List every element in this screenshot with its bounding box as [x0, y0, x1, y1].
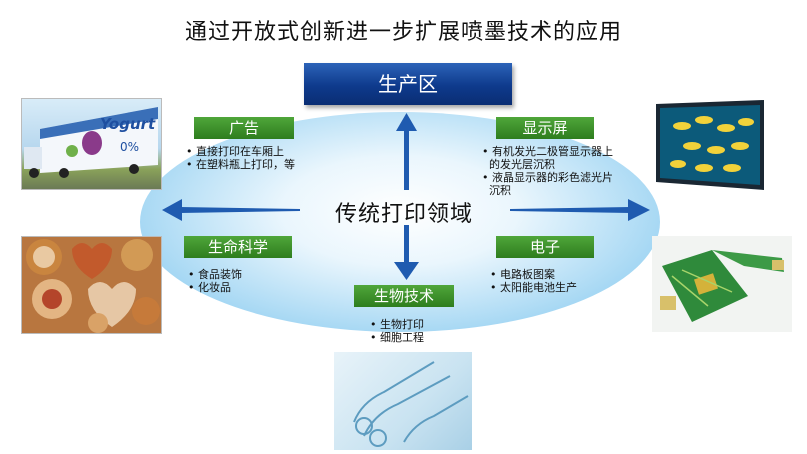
- display-list: • 有机发光二极管显示器上 的发光层沉积 • 液晶显示器的彩色滤光片 沉积: [482, 145, 613, 197]
- list-item: • 化妆品: [188, 281, 231, 294]
- tv-illustration: [656, 100, 764, 190]
- glassware-illustration: [353, 361, 469, 447]
- list-item: 沉积: [489, 184, 511, 197]
- center-label: 传统打印领域: [334, 202, 473, 227]
- truck-photo: Yogurt 0%: [21, 98, 162, 190]
- list-item: • 太阳能电池生产: [490, 281, 577, 294]
- pcb-illustration: [660, 250, 784, 322]
- truck-illustration: Yogurt 0%: [24, 107, 158, 178]
- arrow-right-icon: [510, 199, 650, 221]
- list-item: • 电路板图案: [490, 268, 555, 281]
- advertising-list: • 直接打印在车厢上 • 在塑料瓶上打印，等: [186, 145, 295, 171]
- category-display: 显示屏: [496, 117, 594, 139]
- category-advertising: 广告: [194, 117, 294, 139]
- cookies-illustration: [26, 239, 160, 333]
- arrow-up-icon: [396, 113, 417, 190]
- list-item: • 液晶显示器的彩色滤光片: [482, 171, 613, 184]
- list-item: • 细胞工程: [370, 331, 424, 344]
- svg-text:Yogurt: Yogurt: [100, 115, 156, 133]
- arrow-down-icon: [394, 225, 419, 280]
- list-item: • 生物打印: [370, 318, 424, 331]
- list-item: • 直接打印在车厢上: [186, 145, 284, 158]
- electronics-list: • 电路板图案 • 太阳能电池生产: [490, 268, 577, 294]
- arrow-left-icon: [162, 199, 300, 221]
- life-science-list: • 食品装饰 • 化妆品: [188, 268, 242, 294]
- category-biotech: 生物技术: [354, 285, 454, 307]
- cookies-photo: [21, 236, 162, 334]
- lab-glassware-photo: [334, 352, 472, 450]
- list-item: • 在塑料瓶上打印，等: [186, 158, 295, 171]
- list-item: • 食品装饰: [188, 268, 242, 281]
- biotech-list: • 生物打印 • 细胞工程: [370, 318, 424, 344]
- list-item: 的发光层沉积: [489, 158, 555, 171]
- category-electronics: 电子: [496, 236, 594, 258]
- list-item: • 有机发光二极管显示器上: [482, 145, 613, 158]
- svg-text:0%: 0%: [120, 140, 139, 154]
- display-photo: [652, 98, 767, 194]
- production-box: 生产区: [304, 63, 512, 105]
- page-title: 通过开放式创新进一步扩展喷墨技术的应用: [184, 20, 622, 45]
- category-life-science: 生命科学: [184, 236, 292, 258]
- circuit-board-photo: [652, 236, 792, 332]
